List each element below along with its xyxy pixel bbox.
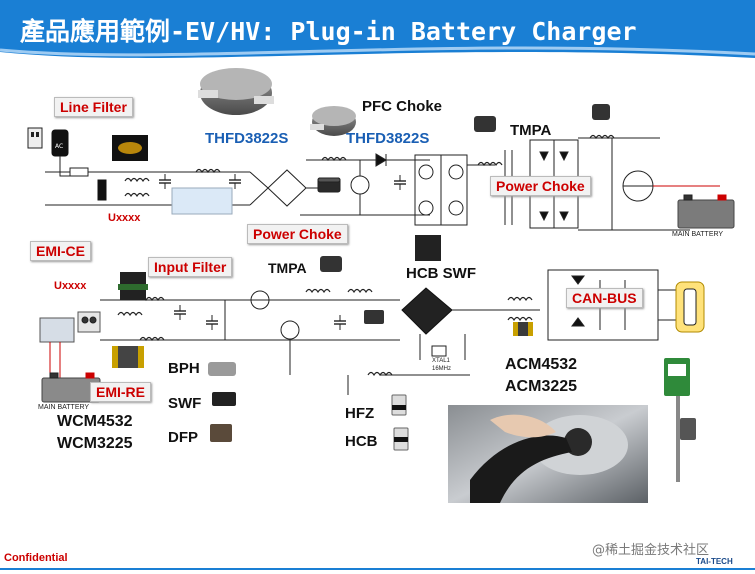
power-choke-right-label: Power Choke xyxy=(490,176,591,196)
component-images xyxy=(112,68,610,451)
main-battery-top-label: MAIN BATTERY xyxy=(672,231,724,238)
footer-line xyxy=(0,568,755,570)
dfp-label: DFP xyxy=(168,429,198,446)
header-wave xyxy=(0,46,755,80)
acm3225-label: ACM3225 xyxy=(505,378,578,395)
confidential-label: Confidential xyxy=(4,552,68,564)
small-red-label: Uxxxx xyxy=(108,212,141,224)
acm4532-label: ACM4532 xyxy=(505,356,578,373)
swf-label: SWF xyxy=(168,395,202,412)
hcb-swf-label: HCB SWF xyxy=(406,265,476,282)
hfz-label: HFZ xyxy=(345,405,375,422)
main-battery-bottom-label: MAIN BATTERY xyxy=(38,404,90,411)
line-filter-label: Line Filter xyxy=(54,97,133,117)
emi-ce-label: EMI-CE xyxy=(30,241,91,261)
bottom-circuit xyxy=(39,269,705,403)
tmpa-mid-label: TMPA xyxy=(268,260,307,276)
bph-label: BPH xyxy=(168,360,200,377)
xtal-label: XTAL1 xyxy=(432,358,450,364)
top-circuit: AC xyxy=(27,127,735,231)
small-red-label: Uxxxx xyxy=(54,280,87,292)
slide-title: 產品應用範例-EV/HV: Plug-in Battery Charger xyxy=(20,17,637,46)
watermark-text: @稀土掘金技术社区 xyxy=(592,543,710,558)
title-bar xyxy=(0,0,755,62)
thfd3822s-right-label: THFD3822S xyxy=(346,130,430,147)
input-filter-label: Input Filter xyxy=(148,257,233,277)
hcb-label: HCB xyxy=(345,433,378,450)
wcm3225-label: WCM3225 xyxy=(57,435,133,452)
wcm4532-label: WCM4532 xyxy=(57,413,133,430)
tmpa-top-label: TMPA xyxy=(510,122,552,139)
ev-charging-photo xyxy=(448,405,648,503)
xtal-freq-label: 16MHz xyxy=(432,366,452,372)
can-bus-label: CAN-BUS xyxy=(566,288,643,308)
pfc-choke-label: PFC Choke xyxy=(362,98,443,115)
power-choke-left-label: Power Choke xyxy=(247,224,348,244)
charging-station xyxy=(664,358,696,482)
emi-re-label: EMI-RE xyxy=(90,382,151,402)
thfd3822s-left-label: THFD3822S xyxy=(205,130,289,147)
company-logo: TAI-TECH xyxy=(696,557,733,566)
svg-text:AC: AC xyxy=(55,143,63,150)
